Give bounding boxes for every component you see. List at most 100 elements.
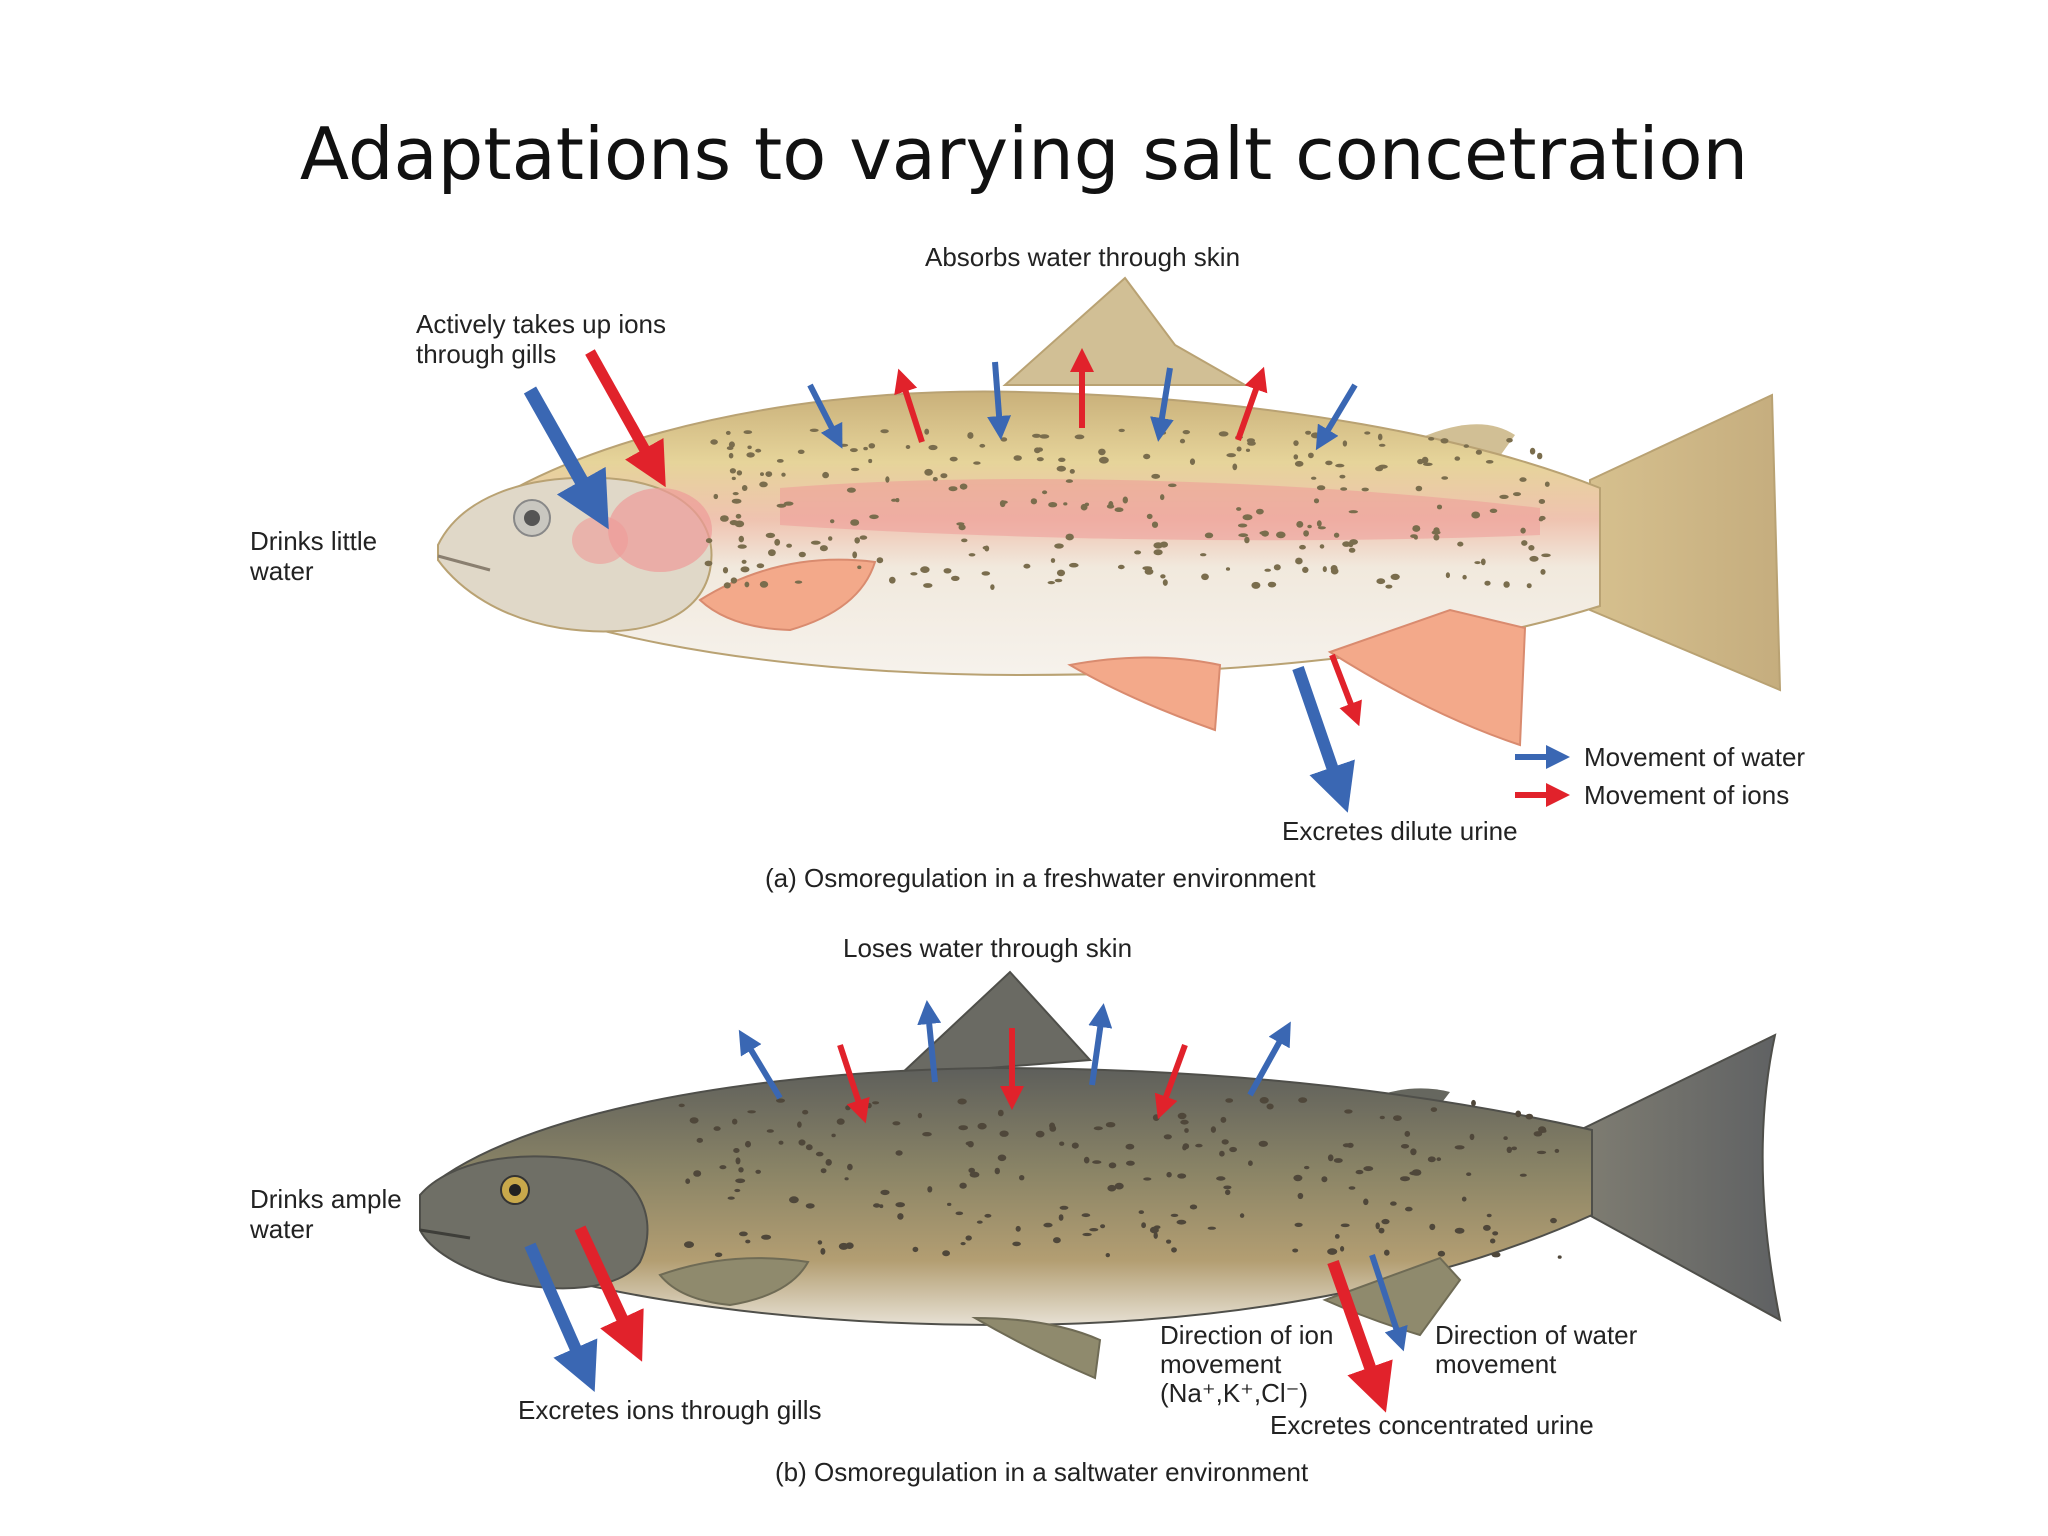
speckle (1483, 1224, 1491, 1231)
speckle (1436, 1157, 1442, 1162)
speckle (732, 492, 739, 496)
speckle (1311, 476, 1317, 480)
speckle (866, 1102, 872, 1109)
speckle (743, 430, 753, 434)
speckle (1023, 563, 1031, 569)
speckle (1475, 449, 1482, 455)
speckle (1000, 437, 1008, 442)
speckle (825, 1159, 832, 1166)
speckle (689, 1117, 699, 1124)
speckle (756, 563, 765, 569)
urine-ion-arrow (1329, 653, 1362, 727)
speckle (1503, 1136, 1508, 1140)
speckle (844, 1177, 849, 1181)
speckle (1151, 521, 1159, 528)
speckle (1207, 1226, 1217, 1230)
speckle (1404, 1130, 1411, 1137)
speckle (1225, 1098, 1234, 1103)
speckle (1160, 541, 1168, 548)
speckle (774, 538, 781, 546)
speckle (958, 1125, 968, 1131)
speckle (1056, 569, 1066, 577)
speckle (1069, 469, 1075, 474)
speckle (1059, 1141, 1065, 1146)
speckle (1042, 490, 1048, 495)
speckle (1218, 431, 1229, 437)
speckle (1390, 573, 1400, 581)
speckle (1065, 479, 1073, 483)
speckle (1317, 526, 1326, 530)
speckle (977, 1122, 987, 1130)
drinks-little-label-line1: Drinks little (250, 526, 377, 556)
speckle (1335, 463, 1345, 468)
speckle (1039, 434, 1050, 439)
speckle (817, 1240, 823, 1245)
speckle (1083, 1156, 1090, 1164)
speckle (1126, 1160, 1135, 1166)
speckle (1316, 520, 1322, 527)
ion-direction-label-line2: movement (1160, 1349, 1282, 1379)
speckle (1221, 1139, 1229, 1145)
speckle (1319, 544, 1325, 549)
speckle (719, 1165, 727, 1170)
speckle (696, 1137, 703, 1143)
speckle (880, 1189, 890, 1196)
speckle (723, 582, 731, 589)
speckle (1184, 1128, 1189, 1133)
speckle (1489, 508, 1498, 513)
speckle (1105, 1122, 1116, 1128)
speckle (960, 1242, 966, 1246)
speckle (838, 443, 849, 447)
speckle (744, 581, 750, 588)
speckle (1118, 428, 1125, 433)
speckle (1012, 1241, 1021, 1247)
concentrated-urine-label: Excretes concentrated urine (1270, 1410, 1594, 1440)
speckle (1486, 1213, 1492, 1218)
speckle (924, 428, 930, 435)
speckle (798, 551, 806, 558)
speckle (1471, 511, 1481, 519)
speckle (889, 576, 896, 584)
urine-water-arrow (1369, 1254, 1408, 1352)
speckle (1415, 485, 1423, 492)
speckle (1303, 530, 1309, 537)
speckle (741, 485, 748, 491)
speckle (1355, 1169, 1364, 1175)
speckle (1384, 1249, 1390, 1256)
speckle (731, 498, 742, 504)
speckle (1533, 1131, 1543, 1137)
speckle (734, 1188, 741, 1193)
speckle (820, 1248, 826, 1255)
speckle (1229, 1146, 1237, 1153)
speckle (815, 1151, 824, 1157)
speckle (1469, 1133, 1475, 1141)
speckle (1053, 1237, 1061, 1244)
speckle (1195, 1143, 1203, 1148)
speckle (710, 439, 718, 445)
speckle (1251, 581, 1261, 589)
speckle (1180, 1119, 1189, 1125)
speckle (733, 1148, 740, 1153)
speckle (1259, 531, 1269, 535)
speckle (1081, 1213, 1091, 1218)
speckle (1179, 438, 1186, 444)
speckle (1105, 1253, 1111, 1258)
speckle (1273, 564, 1281, 571)
speckle (982, 545, 989, 550)
speckle (845, 1105, 851, 1111)
speckle (1333, 1158, 1343, 1163)
speckle (1170, 1213, 1179, 1217)
skin-water-out-arrow (1247, 1021, 1291, 1097)
speckle (1363, 1198, 1369, 1206)
speckle (1294, 460, 1304, 467)
speckle (1074, 434, 1085, 440)
speckle (1538, 517, 1544, 522)
speckle (1058, 1214, 1064, 1221)
urine-ion-arrow (1327, 1260, 1393, 1413)
skin-ion-arrow (894, 368, 925, 443)
speckle (1305, 430, 1312, 435)
speckle (897, 1213, 904, 1220)
speckle (857, 565, 862, 570)
speckle (755, 1169, 761, 1174)
speckle (943, 568, 952, 574)
